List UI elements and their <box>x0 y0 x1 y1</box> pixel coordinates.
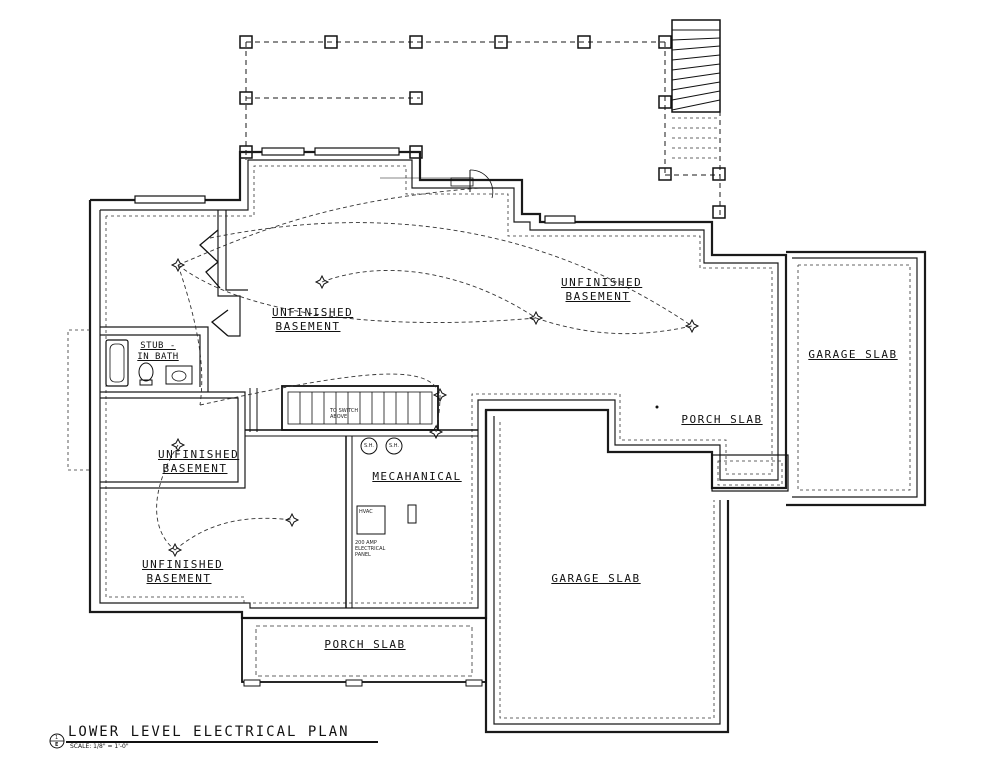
deck-post <box>658 35 672 49</box>
light-fixture-icon <box>528 310 544 326</box>
deck-post <box>324 35 338 49</box>
room-label-garage-slab-center: GARAGE SLAB <box>551 572 641 585</box>
deck-post <box>712 205 726 219</box>
room-label-basement-left-mid: UNFINISHED BASEMENT <box>158 448 240 475</box>
light-fixtures <box>167 257 700 558</box>
note-electrical-panel: 200 AMP ELECTRICAL PANEL <box>355 540 386 558</box>
deck-post <box>239 91 253 105</box>
sheet-tag-icon <box>49 733 65 749</box>
door-swings <box>199 169 494 337</box>
deck-column-grid <box>239 35 726 219</box>
mechanical-equipment <box>356 177 474 535</box>
ceiling-fixture-icon <box>655 405 659 409</box>
room-label-porch-slab-bottom: PORCH SLAB <box>324 638 406 651</box>
room-label-basement-right: UNFINISHED BASEMENT <box>561 276 643 303</box>
light-fixture-icon <box>284 512 300 528</box>
note-hvac: HVAC <box>359 509 373 515</box>
bump-out-outline <box>67 329 90 471</box>
electrical-panel <box>407 504 417 524</box>
porch-slab-bottom-outline <box>241 617 487 687</box>
sheet-tag-bottom: E <box>55 742 59 748</box>
exterior-stair <box>671 19 721 159</box>
sh-symbol-icon <box>385 437 403 455</box>
garage-upper-slab <box>711 250 927 507</box>
title-underline <box>66 741 378 743</box>
room-label-basement-center: UNFINISHED BASEMENT <box>272 306 354 333</box>
light-fixture-icon <box>432 387 448 403</box>
sheet-tag-top: 1 <box>55 735 59 741</box>
electrical-wiring <box>156 187 693 551</box>
light-fixture-icon <box>428 424 444 440</box>
deck-post <box>239 35 253 49</box>
deck-post <box>494 35 508 49</box>
deck-post <box>658 95 672 109</box>
room-label-porch-slab-right: PORCH SLAB <box>681 413 763 426</box>
sh-symbol-icon <box>360 437 378 455</box>
windows <box>134 147 576 224</box>
deck-post <box>712 167 726 181</box>
foundation-walls <box>88 150 788 620</box>
note-sh-1: S.H. <box>364 443 375 449</box>
light-fixture-icon <box>684 318 700 334</box>
light-fixture-icon <box>314 274 330 290</box>
room-label-garage-slab-right: GARAGE SLAB <box>808 348 898 361</box>
interior-walls <box>100 210 478 608</box>
deck-post <box>577 35 591 49</box>
bath-fixtures <box>105 339 193 387</box>
room-label-basement-left-bottom: UNFINISHED BASEMENT <box>142 558 224 585</box>
garage-lower-slab <box>484 410 730 734</box>
note-sh-2: S.H. <box>389 443 400 449</box>
basement-stair <box>249 385 439 432</box>
deck-post <box>658 167 672 181</box>
drawing-title: LOWER LEVEL ELECTRICAL PLAN <box>68 724 350 740</box>
light-fixture-icon <box>170 437 186 453</box>
deck-post <box>409 35 423 49</box>
light-fixture-icon <box>167 542 183 558</box>
hvac-unit <box>356 505 386 535</box>
deck-post <box>409 91 423 105</box>
room-label-stub-bath: STUB - IN BATH <box>137 341 179 362</box>
drawing-scale: SCALE: 1/8" = 1'-0" <box>70 743 129 750</box>
note-switch-above: TO SWITCH ABOVE <box>330 408 359 420</box>
light-fixture-icon <box>170 257 186 273</box>
room-label-mechanical: MECAHANICAL <box>372 470 462 483</box>
